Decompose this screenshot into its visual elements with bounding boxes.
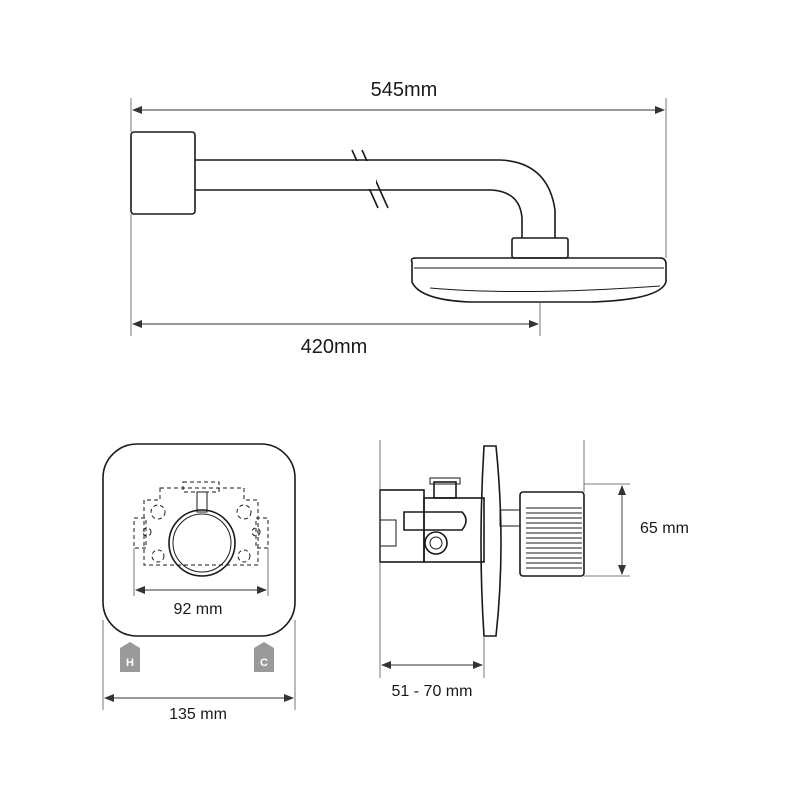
overall-length-label: 545mm [371, 79, 438, 101]
hot-badge: H [120, 642, 140, 672]
valve-inlet-nut [379, 519, 397, 547]
spindle-inner [172, 513, 232, 573]
wall-depth-label: 51 - 70 mm [392, 683, 473, 700]
head-connector [511, 237, 569, 259]
plate-centres-label: 92 mm [174, 601, 223, 618]
control-handle [519, 491, 585, 577]
spindle-outer [168, 509, 236, 577]
valve-height-label: 65 mm [640, 520, 689, 537]
dimension-wall-depth: 51 - 70 mm [379, 440, 485, 700]
front-plate [102, 443, 296, 637]
dimension-plate-width: 135 mm [102, 620, 296, 723]
handle-stem [499, 509, 521, 527]
dimension-overall-length: 545mm [130, 79, 667, 258]
cold-badge-label: C [260, 657, 268, 669]
dimension-plate-centres: 92 mm [133, 548, 269, 618]
shower-head [410, 257, 667, 303]
arm-projection-label: 420mm [301, 336, 368, 358]
spindle-key [196, 491, 208, 513]
hot-badge-label: H [126, 657, 134, 669]
plate-width-label: 135 mm [169, 706, 227, 723]
side-wall-plate [480, 445, 502, 637]
valve-outlet [403, 511, 467, 531]
wall-flange [130, 131, 196, 215]
dimension-arm-projection: 420mm [130, 214, 541, 358]
dimension-valve-height: 65 mm [583, 440, 689, 577]
valve-front-view: H C [102, 443, 296, 672]
valve-outlet-port [424, 531, 448, 555]
valve-top-fitting [433, 481, 457, 499]
shower-head-face-2 [429, 285, 661, 293]
shower-arm-lower-edge [195, 189, 523, 238]
cold-badge: C [254, 642, 274, 672]
valve-side-view [379, 445, 585, 637]
shower-arm [195, 159, 556, 238]
valve-body-hidden [133, 481, 269, 566]
handle-grip-ridges [526, 507, 582, 569]
shower-arm-diagram [130, 131, 667, 303]
valve-top-cap [429, 477, 461, 485]
valve-body [379, 489, 425, 563]
